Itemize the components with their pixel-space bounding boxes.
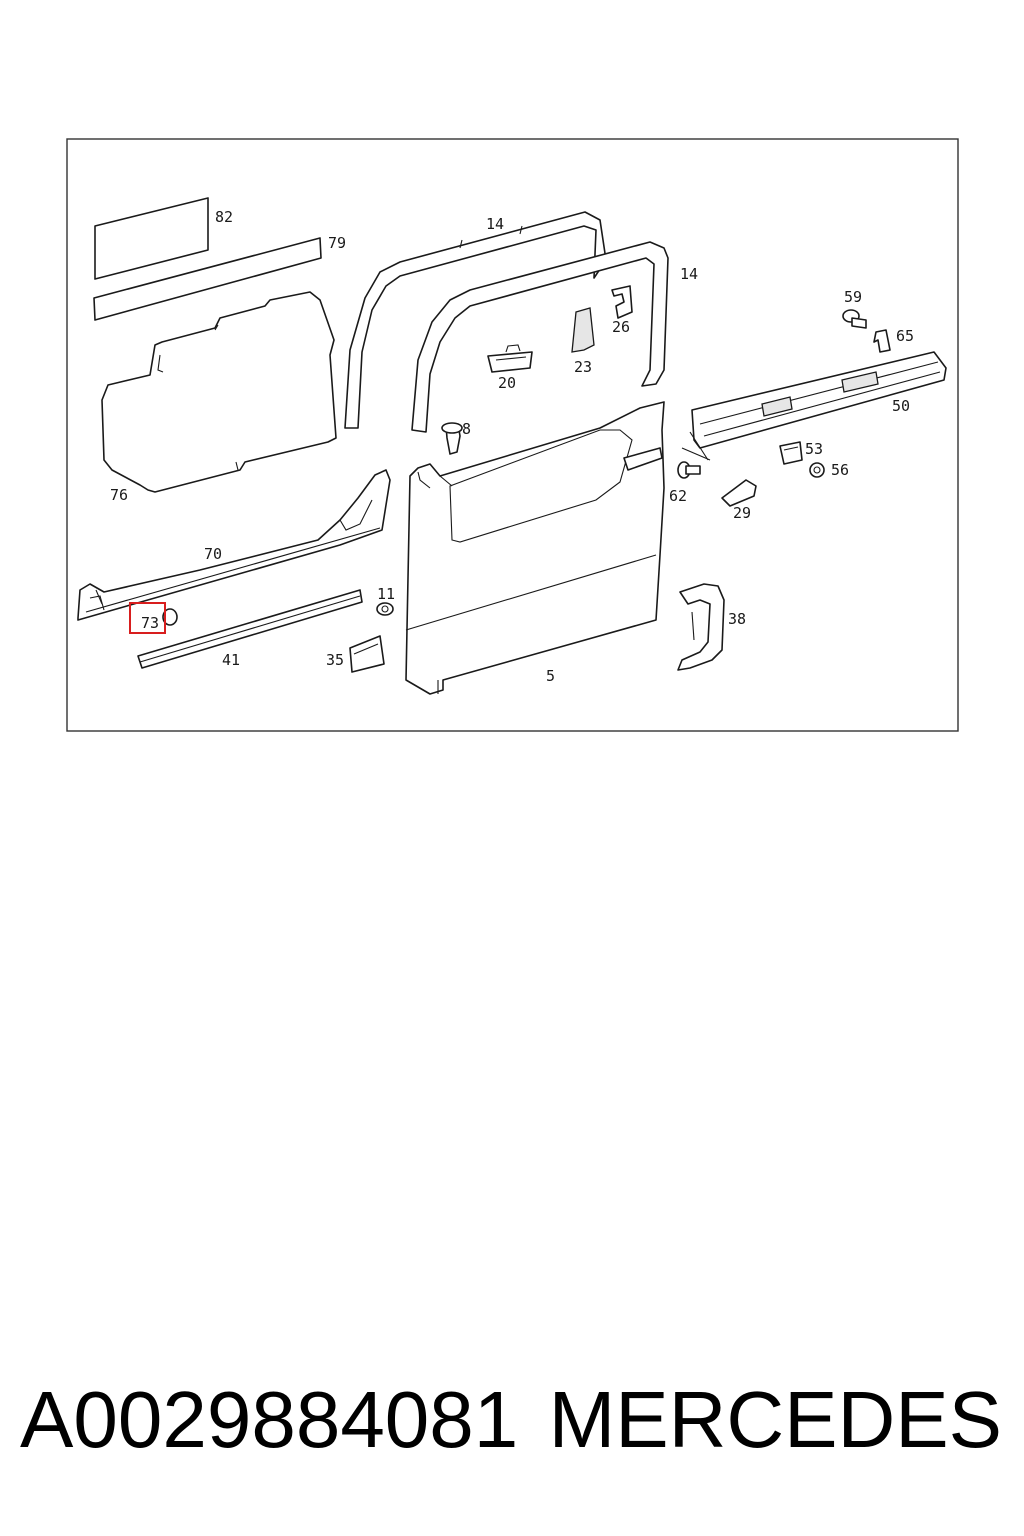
callout-26: 26 xyxy=(612,318,630,336)
parts-diagram: 82 79 14 14 26 23 20 59 65 50 8 53 56 62… xyxy=(66,138,959,732)
footer: A0029884081 MERCEDES xyxy=(0,1370,1024,1470)
callout-76: 76 xyxy=(110,486,128,504)
callout-65: 65 xyxy=(896,327,914,345)
part-70-sill-trim xyxy=(77,469,391,621)
part-8-clip xyxy=(441,422,463,455)
diagram-frame xyxy=(66,138,959,732)
part-59-bolt xyxy=(842,309,867,329)
highlight-box-73 xyxy=(129,602,166,634)
callout-73: 73 xyxy=(141,614,159,632)
part-29-cap xyxy=(721,479,757,507)
callout-41: 41 xyxy=(222,651,240,669)
callout-14-left: 14 xyxy=(486,215,504,233)
part-50-rail xyxy=(681,351,947,461)
part-35-cover xyxy=(349,635,385,673)
callout-35: 35 xyxy=(326,651,344,669)
brand-name: MERCEDES xyxy=(548,1375,1002,1464)
callout-70: 70 xyxy=(204,545,222,563)
part-23-trim xyxy=(571,307,595,353)
callout-62: 62 xyxy=(669,487,687,505)
part-65-bracket xyxy=(873,329,891,353)
part-14-right-seal xyxy=(411,241,669,433)
callout-14-right: 14 xyxy=(680,265,698,283)
part-56-nut xyxy=(809,462,825,478)
part-11-fastener xyxy=(376,602,394,616)
part-26-bracket xyxy=(611,285,633,319)
callout-11: 11 xyxy=(377,585,395,603)
callout-56: 56 xyxy=(831,461,849,479)
part-76-insulation-panel xyxy=(101,291,337,493)
callout-38: 38 xyxy=(728,610,746,628)
part-14-left-seal xyxy=(344,211,607,429)
part-73-plug xyxy=(162,608,178,626)
part-20-latch xyxy=(487,344,533,373)
callout-8: 8 xyxy=(462,420,471,438)
part-38-handle xyxy=(677,583,725,671)
part-5-door-panel xyxy=(405,401,665,695)
callout-23: 23 xyxy=(574,358,592,376)
part-79-strip xyxy=(93,237,322,321)
callout-82: 82 xyxy=(215,208,233,226)
callout-79: 79 xyxy=(328,234,346,252)
part-82-panel xyxy=(94,197,209,280)
callout-53: 53 xyxy=(805,440,823,458)
callout-59: 59 xyxy=(844,288,862,306)
part-41-sill-strip xyxy=(137,589,363,669)
callout-5: 5 xyxy=(546,667,555,685)
part-number: A0029884081 xyxy=(20,1375,519,1464)
part-62-screw xyxy=(677,461,701,479)
callout-50: 50 xyxy=(892,397,910,415)
callout-20: 20 xyxy=(498,374,516,392)
part-53-clip xyxy=(779,441,803,465)
callout-29: 29 xyxy=(733,504,751,522)
